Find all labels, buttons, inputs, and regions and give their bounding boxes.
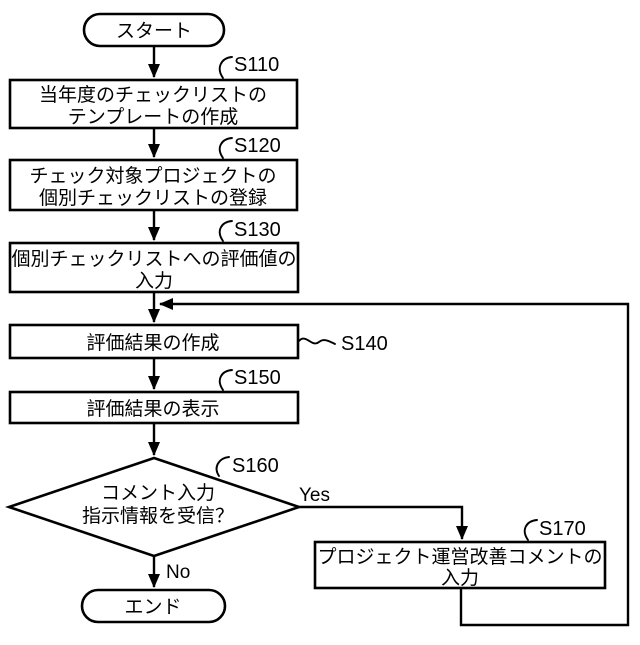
lead-line-s150 (218, 369, 233, 391)
lead-line-s130 (218, 220, 233, 242)
end-terminal (80, 588, 227, 624)
process-s150-line1: 評価結果の表示 (86, 398, 219, 420)
process-box-s120 (8, 158, 299, 212)
decision-s160-line2: 指示情報を受信？ (82, 505, 234, 527)
process-s120-line1: チェック対象プロジェクトの (29, 165, 276, 187)
process-box-s110 (8, 78, 299, 130)
nodes: スタート 当年度のチェックリストの テンプレートの作成 S110 チェック対象プ… (4, 12, 607, 624)
process-s140-line1: 評価結果の作成 (86, 332, 219, 354)
step-label-s140: S140 (341, 333, 388, 355)
step-label-s150: S150 (234, 367, 281, 389)
decision-diamond-s160 (4, 456, 304, 558)
lead-line-s110 (218, 56, 233, 79)
process-s170-line2: 入力 (441, 567, 479, 589)
arrow-yes-to-s170 (299, 505, 468, 540)
lead-line-s120 (218, 137, 233, 159)
branch-label-yes: Yes (299, 485, 330, 506)
process-s110-line2: テンプレートの作成 (68, 106, 238, 128)
end-terminal-label: エンド (124, 597, 181, 618)
lead-line-s140 (298, 337, 336, 345)
step-label-s110: S110 (234, 54, 279, 76)
process-s130-line1: 個別チェックリストへの評価値の (11, 248, 296, 270)
process-s110-line1: 当年度のチェックリストの (39, 84, 267, 106)
process-box-s130 (8, 241, 300, 294)
process-box-s170 (313, 540, 607, 590)
lead-lines (215, 56, 538, 541)
process-s170-line1: プロジェクト運営改善コメントの (317, 546, 602, 568)
step-label-s160: S160 (232, 455, 279, 477)
lead-line-s170 (523, 519, 538, 541)
step-label-s130: S130 (234, 219, 281, 241)
lead-line-s160 (215, 456, 230, 477)
step-label-s170: S170 (539, 518, 586, 540)
process-box-s140 (8, 323, 300, 360)
start-terminal-label: スタート (116, 20, 192, 42)
branch-label-no: No (166, 562, 190, 583)
process-box-s150 (8, 390, 300, 425)
start-terminal (82, 12, 226, 48)
process-s130-line2: 入力 (135, 270, 173, 292)
arrow-s170-feedback-loop (159, 298, 630, 627)
decision-s160-line1: コメント入力 (101, 482, 215, 504)
process-s120-line2: 個別チェックリストの登録 (39, 187, 267, 209)
step-label-s120: S120 (234, 135, 281, 157)
connectors (148, 46, 630, 627)
